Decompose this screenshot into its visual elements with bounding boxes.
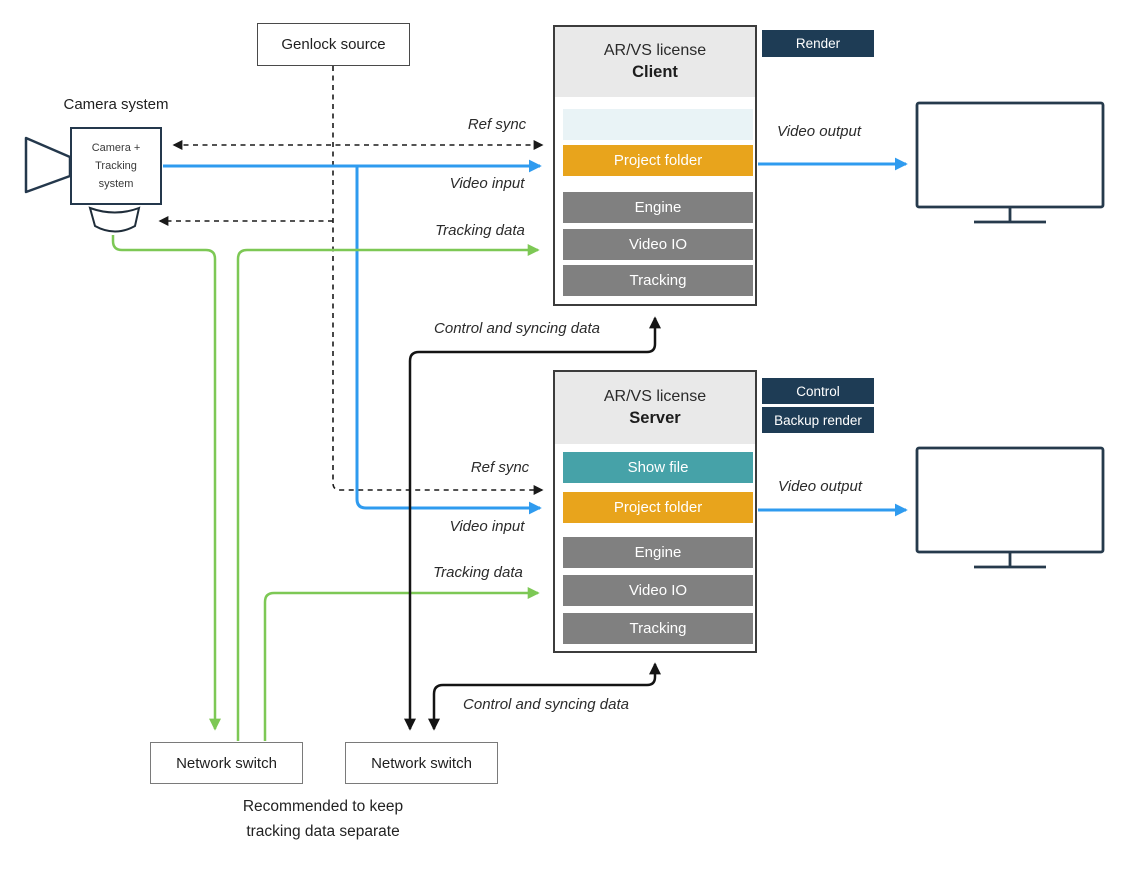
control-client-switch-line (404, 316, 661, 731)
label-control-syncing-client: Control and syncing data (434, 320, 600, 337)
server-control-badge-label: Control (796, 383, 840, 399)
client-module-project-folder: Project folder (563, 145, 753, 176)
tracking-note-line1: Recommended to keep (242, 798, 404, 815)
camera-lens-icon (24, 136, 72, 194)
label-tracking-data-server: Tracking data (433, 564, 523, 581)
server-module-engine: Engine (563, 537, 753, 568)
client-module-video-io: Video IO (563, 229, 753, 260)
client-module-tracking: Tracking (563, 265, 753, 296)
server-module-tracking: Tracking (563, 613, 753, 644)
tracking-dish-icon (88, 206, 141, 233)
client-module-placeholder (563, 109, 753, 140)
server-module-video-io: Video IO (563, 575, 753, 606)
network-switch-left-label: Network switch (176, 754, 277, 772)
server-node: AR/VS license Server Show file Project f… (553, 370, 757, 653)
server-video-io-label: Video IO (628, 582, 688, 599)
client-license-label: AR/VS license (603, 42, 707, 59)
tracking-switch-to-server-line (263, 587, 540, 741)
client-render-badge-label: Render (795, 36, 841, 51)
camera-box-line3: system (98, 178, 134, 191)
camera-box-line2: Tracking (95, 159, 137, 172)
server-backup-render-badge: Backup render (762, 407, 874, 433)
server-license-label: AR/VS license (603, 388, 707, 405)
client-header: AR/VS license Client (555, 27, 755, 97)
client-render-badge: Render (762, 30, 874, 57)
genlock-source-box: Genlock source (257, 23, 410, 66)
server-project-folder-label: Project folder (613, 499, 703, 516)
label-video-output-client: Video output (777, 123, 861, 140)
camera-system-title: Camera system (63, 96, 169, 113)
monitor-icon (915, 446, 1105, 569)
camera-box-line1: Camera + (91, 141, 141, 154)
label-tracking-data-client: Tracking data (435, 222, 525, 239)
server-module-project-folder: Project folder (563, 492, 753, 523)
client-role-label: Client (632, 63, 678, 81)
server-backup-render-badge-label: Backup render (774, 412, 862, 428)
server-role-label: Server (629, 409, 681, 427)
camera-tracking-box: Camera + Tracking system (70, 127, 162, 205)
server-show-file-label: Show file (627, 459, 689, 476)
client-project-folder-label: Project folder (613, 152, 703, 169)
server-header: AR/VS license Server (555, 372, 755, 444)
label-control-syncing-server: Control and syncing data (463, 696, 629, 713)
network-switch-right-label: Network switch (371, 754, 472, 772)
client-tracking-label: Tracking (629, 272, 687, 289)
tracking-switch-to-client-line (236, 244, 540, 741)
server-engine-label: Engine (634, 544, 682, 561)
server-tracking-label: Tracking (629, 620, 687, 637)
tracking-note-line2: tracking data separate (246, 822, 400, 840)
tracking-note: Recommended to keep tracking data separa… (173, 795, 473, 845)
client-video-io-label: Video IO (628, 236, 688, 253)
label-ref-sync-server: Ref sync (470, 459, 530, 476)
client-engine-label: Engine (634, 199, 682, 216)
network-switch-right: Network switch (345, 742, 498, 784)
label-video-output-server: Video output (778, 478, 862, 495)
client-module-engine: Engine (563, 192, 753, 223)
tracking-camera-to-switch-line (111, 235, 221, 731)
client-node: AR/VS license Client Project folder Engi… (553, 25, 757, 306)
label-video-input-client: Video input (449, 175, 525, 192)
video-input-server-line (355, 167, 542, 515)
network-switch-left: Network switch (150, 742, 303, 784)
monitor-icon (915, 101, 1105, 224)
control-server-switch-line (428, 662, 661, 731)
genlock-source-label: Genlock source (281, 36, 386, 53)
server-control-badge: Control (762, 378, 874, 404)
label-video-input-server: Video input (449, 518, 525, 535)
label-ref-sync-client: Ref sync (467, 116, 527, 133)
ref-sync-genlock-to-server-line (332, 66, 544, 495)
